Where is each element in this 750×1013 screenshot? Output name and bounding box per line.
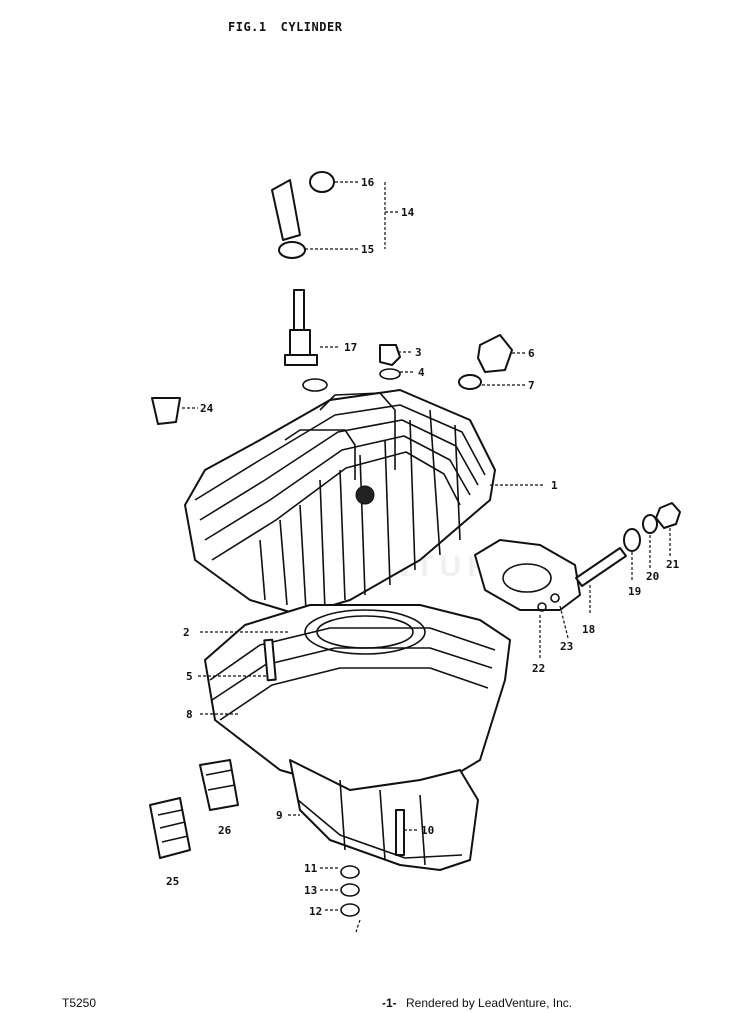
callout-8: 8 — [186, 708, 193, 721]
cover-blocks — [149, 759, 239, 859]
callout-24: 24 — [200, 402, 214, 415]
credit-text: Rendered by LeadVenture, Inc. — [406, 996, 573, 1010]
callout-16: 16 — [361, 176, 375, 189]
callout-14: 14 — [401, 206, 415, 219]
page-number: -1- — [382, 996, 397, 1010]
figure-number: FIG.1 — [228, 20, 267, 34]
figure-name: CYLINDER — [280, 20, 343, 34]
spark-plug — [284, 289, 328, 392]
intake-manifold — [474, 539, 581, 612]
callout-7: 7 — [528, 379, 535, 392]
stud-assembly — [575, 502, 681, 587]
callout-labels: 1 2 3 4 5 6 7 8 9 10 11 12 13 14 15 16 1… — [166, 176, 680, 918]
callout-22: 22 — [532, 662, 545, 675]
cylinder-body — [204, 604, 511, 871]
bolts — [263, 638, 405, 917]
cylinder-head — [184, 389, 496, 616]
model-code: T5250 — [62, 996, 97, 1010]
callout-25: 25 — [166, 875, 179, 888]
callout-23: 23 — [560, 640, 573, 653]
callout-2: 2 — [183, 626, 190, 639]
callout-1: 1 — [551, 479, 558, 492]
callout-3: 3 — [415, 346, 422, 359]
callout-26: 26 — [218, 824, 232, 837]
callout-10: 10 — [421, 824, 434, 837]
callout-18: 18 — [582, 623, 595, 636]
callout-4: 4 — [418, 366, 425, 379]
rubber-cap — [151, 397, 181, 425]
callout-19: 19 — [628, 585, 641, 598]
fittings — [379, 334, 513, 390]
callout-11: 11 — [304, 862, 318, 875]
callout-15: 15 — [361, 243, 374, 256]
callout-21: 21 — [666, 558, 680, 571]
callout-13: 13 — [304, 884, 317, 897]
callout-5: 5 — [186, 670, 193, 683]
plug-cap — [271, 171, 335, 259]
figure-title: FIG.1 CYLINDER — [228, 20, 342, 34]
callout-6: 6 — [528, 347, 535, 360]
callout-20: 20 — [646, 570, 659, 583]
callout-12: 12 — [309, 905, 322, 918]
leader-lines — [182, 181, 671, 933]
callout-17: 17 — [344, 341, 357, 354]
callout-9: 9 — [276, 809, 283, 822]
